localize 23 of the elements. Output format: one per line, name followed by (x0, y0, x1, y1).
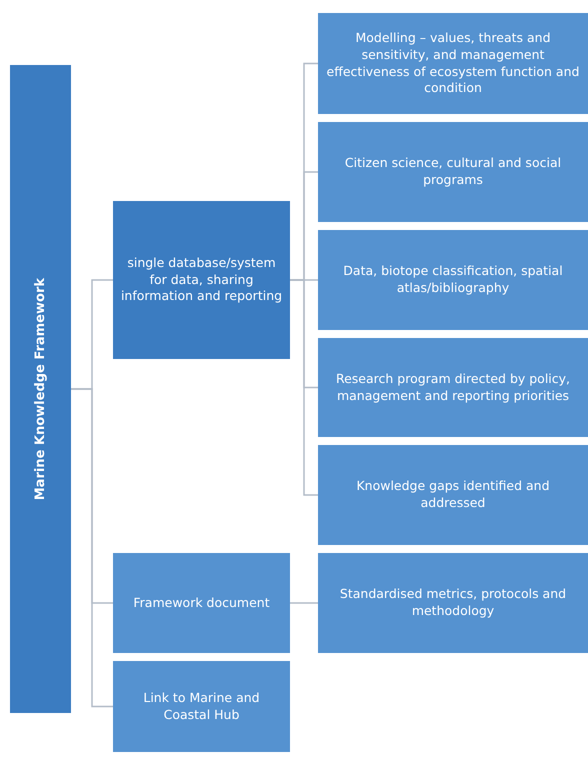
connector-line (290, 279, 318, 496)
topic-box (318, 445, 588, 545)
topic-box (318, 13, 588, 114)
framework-bar (10, 65, 71, 713)
topic-box (113, 553, 290, 653)
topic-text: Link to Marine and Coastal Hub (142, 690, 261, 724)
topic-box (113, 201, 290, 359)
topic-text: Knowledge gaps identified and addressed (355, 478, 551, 512)
topic-text: Data, biotope classification, spatial atlas/bibliography (342, 263, 564, 297)
topic-text: Research program directed by policy, management and reporting priorities (334, 370, 572, 404)
connector-line (71, 388, 113, 708)
topic-text: Framework document (133, 594, 270, 612)
topic-text: Standardised metrics, protocols and methodology (338, 586, 568, 620)
topic-box (113, 661, 290, 752)
topic-text: Citizen science, cultural and social programs (344, 155, 562, 189)
connector-line (290, 602, 318, 604)
topic-box (318, 553, 588, 653)
topic-text: single database/system for data, sharing information and reporting (120, 254, 284, 306)
topic-text: Modelling – values, threats and sensitivity, and management effectiveness of ecosystem function and condition (326, 30, 580, 98)
topic-box (318, 230, 588, 330)
topic-box (318, 338, 588, 437)
topic-box (318, 122, 588, 222)
framework-title: Marine Knowledge Framework (32, 278, 49, 500)
